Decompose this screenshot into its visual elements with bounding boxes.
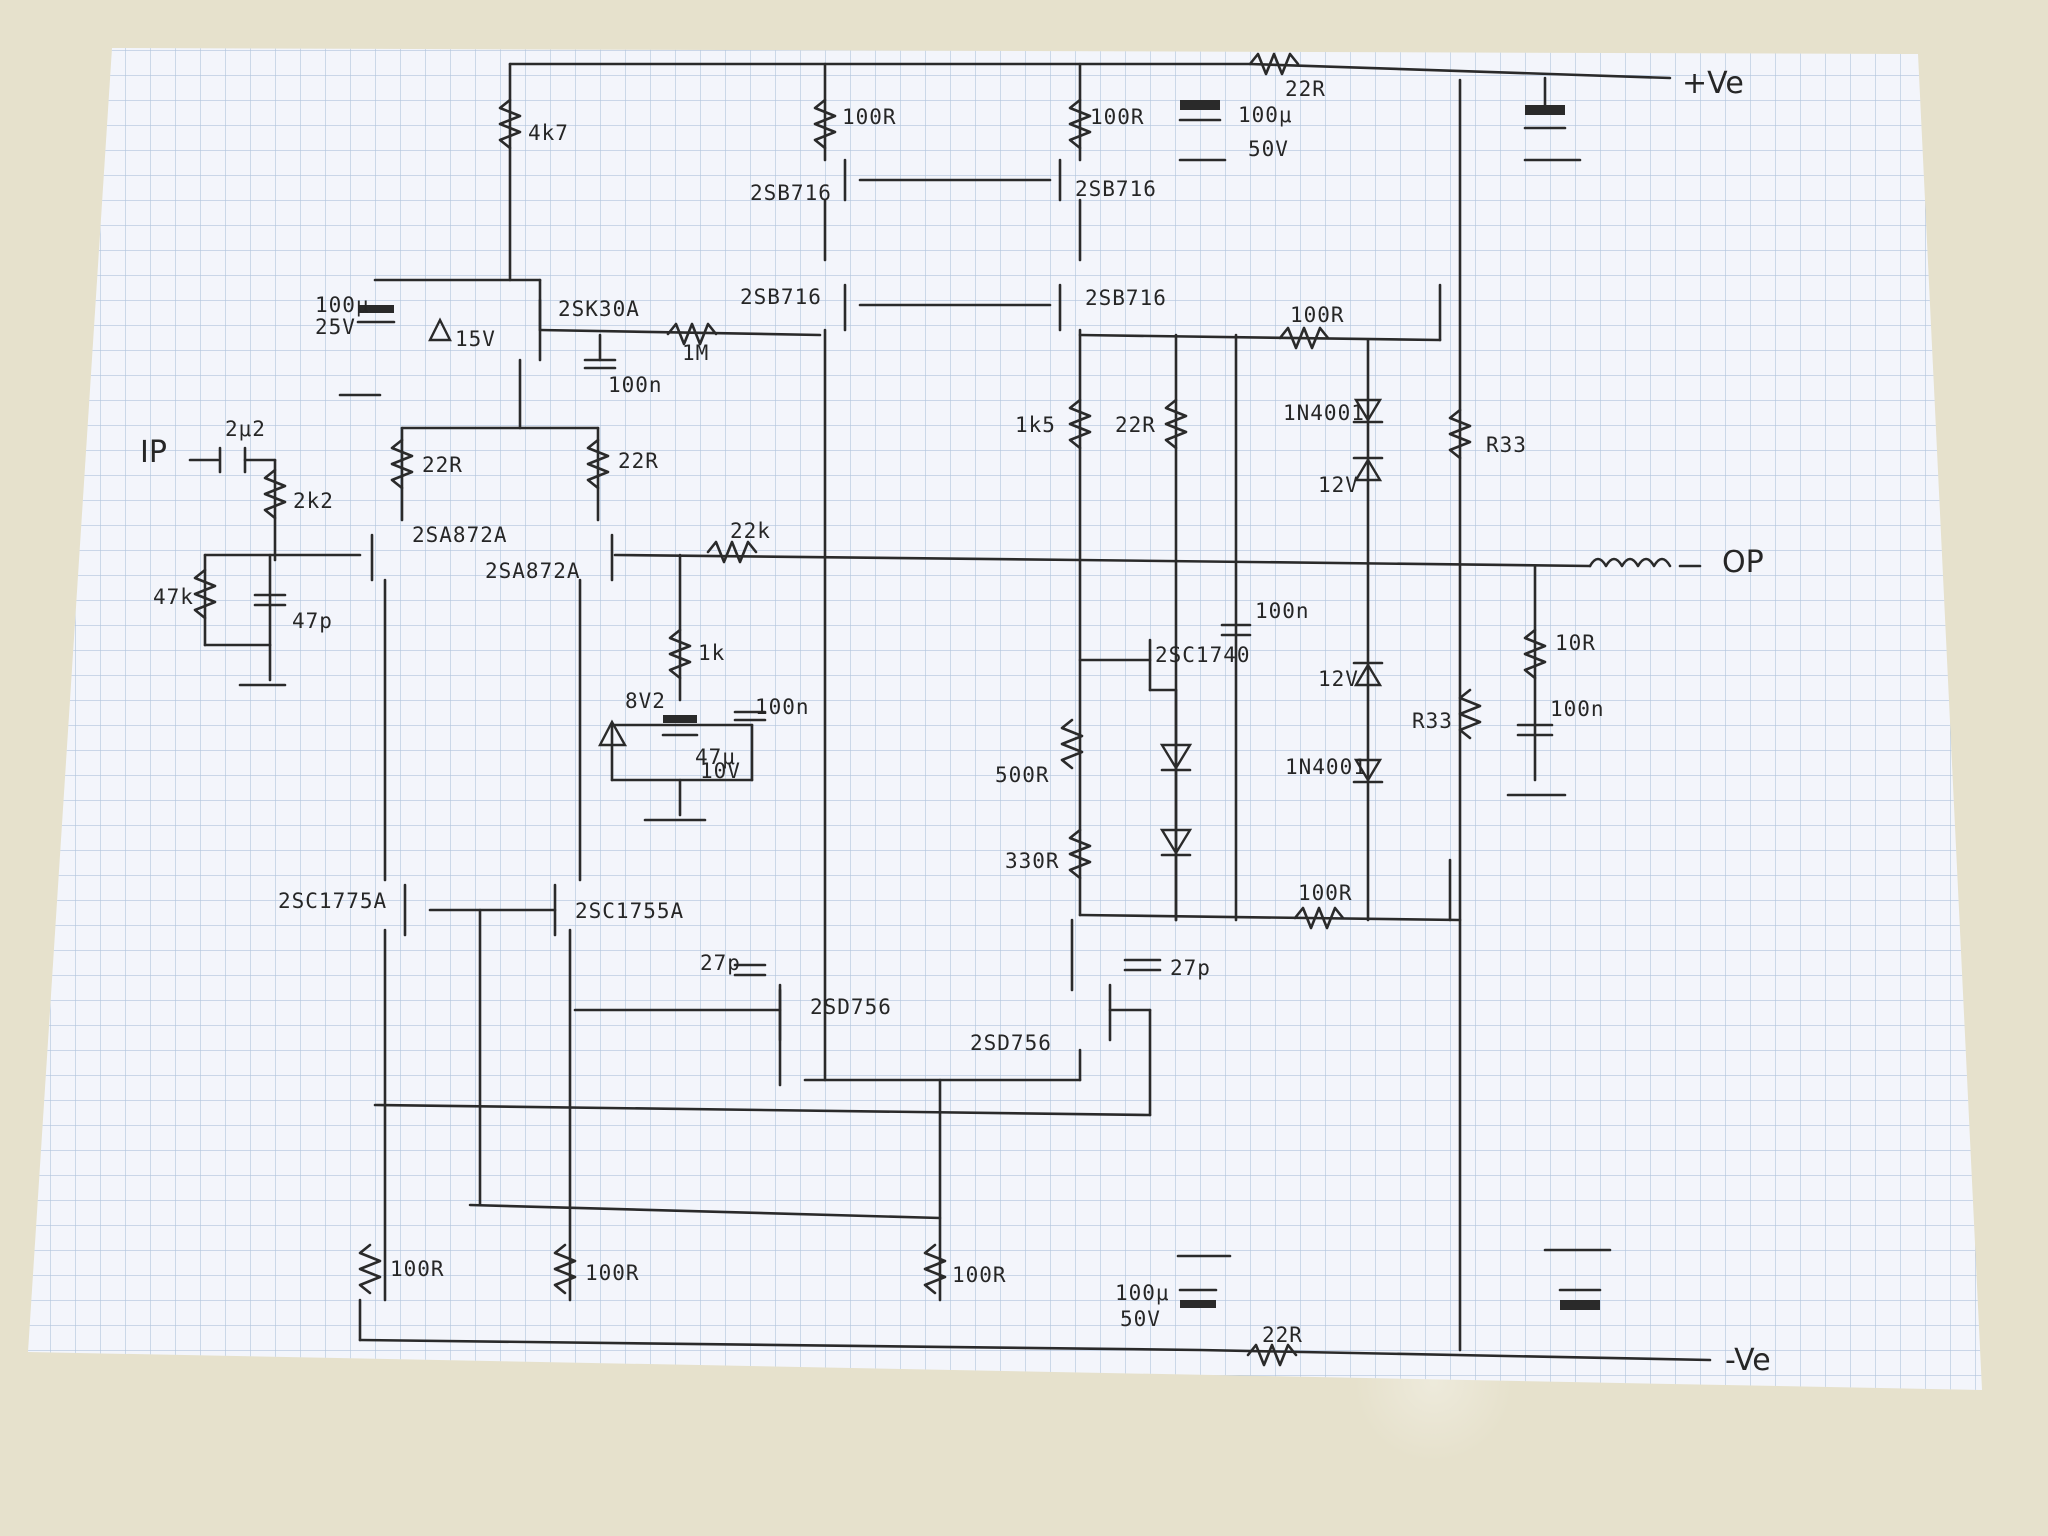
label-c-2u2: 2μ2 [225,417,266,441]
label-input: IP [140,435,167,470]
label-r-22r-bottom: 22R [1262,1323,1303,1347]
label-c-47u: 47μ [695,745,736,769]
label-r-22r-a: 22R [422,453,463,477]
label-q-2sd756-b: 2SD756 [970,1031,1052,1055]
label-c-100n-out: 100n [1255,599,1310,623]
label-r-100r-mid: 100R [1290,303,1345,327]
label-positive-rail: +Ve [1682,66,1744,101]
capacitor-symbols [218,100,1602,1310]
diode-symbols [428,317,1384,857]
label-z-15v: 15V [455,327,496,351]
resistor-symbols [193,52,1547,1367]
label-c-100n-fb: 100n [755,695,810,719]
label-r-330r: 330R [1005,849,1060,873]
label-q-2sb716-b: 2SB716 [1075,177,1157,201]
label-c-27p-b: 27p [1170,956,1211,980]
label-r-100r-bottom-mid: 100R [1298,881,1353,905]
label-q-2sc1740: 2SC1740 [1155,643,1251,667]
label-c-100u-25v: 100μ [315,293,370,317]
label-q-2sc1755a: 2SC1755A [575,899,684,923]
label-r-100r-top-left: 100R [842,105,897,129]
label-c-27p-a: 27p [700,951,741,975]
label-q-2sa872a-b: 2SA872A [485,559,581,583]
label-q-2sd756-a: 2SD756 [810,995,892,1019]
graph-paper-grid [28,48,1982,1390]
label-r-10r: 10R [1555,631,1596,655]
label-r-2k2: 2k2 [293,489,334,513]
label-r-1m: 1M [682,341,709,365]
label-c-supply-top: 100μ [1238,103,1293,127]
ground-symbols [238,158,1612,1258]
label-r-4k7: 4k7 [528,121,569,145]
label-r-100r-top-right: 100R [1090,105,1145,129]
component-labels: +Ve -Ve IP OP 4k7 100R 100R 100μ 50V 22R… [140,66,1771,1378]
label-q-2sk30a: 2SK30A [558,297,640,321]
label-q-2sb716-d: 2SB716 [1085,286,1167,310]
label-r-100r-low-b: 100R [585,1261,640,1285]
label-negative-rail: -Ve [1725,1343,1771,1378]
label-r-22r-c: 22R [1115,413,1156,437]
label-r-22r-b: 22R [618,449,659,473]
label-c-100n-jfet: 100n [608,373,663,397]
label-c-supply-bottom-v: 50V [1120,1307,1161,1331]
label-d-1n4001-b: 1N4001 [1285,755,1367,779]
label-r-r33-b: R33 [1412,709,1453,733]
label-r-100r-low-a: 100R [390,1257,445,1281]
label-c-supply-top-v: 50V [1248,137,1289,161]
label-c-supply-bottom: 100μ [1115,1281,1170,1305]
label-r-22k: 22k [730,519,771,543]
label-d-1n4001-a: 1N4001 [1283,401,1365,425]
label-r-47k: 47k [153,585,194,609]
label-q-2sb716-c: 2SB716 [740,285,822,309]
label-c-100u-25v-v: 25V [315,315,356,339]
label-c-47u-v: 10V [700,759,741,783]
label-c-100n-zobel: 100n [1550,697,1605,721]
label-output: OP [1722,545,1764,580]
label-r-r33-a: R33 [1486,433,1527,457]
label-r-1k: 1k [698,641,725,665]
label-c-47p: 47p [292,609,333,633]
label-z-12v-b: 12V [1318,667,1359,691]
label-q-2sb716-a: 2SB716 [750,181,832,205]
label-r-22r-top: 22R [1285,77,1326,101]
output-inductor [1588,557,1672,568]
label-z-8v2: 8V2 [625,689,666,713]
label-z-12v-a: 12V [1318,473,1359,497]
label-q-2sa872a-a: 2SA872A [412,523,508,547]
label-r-1k5: 1k5 [1015,413,1056,437]
label-r-100r-low-c: 100R [952,1263,1007,1287]
label-r-500r: 500R [995,763,1050,787]
transistor-symbols [370,158,1452,1042]
label-q-2sc1775a: 2SC1775A [278,889,387,913]
